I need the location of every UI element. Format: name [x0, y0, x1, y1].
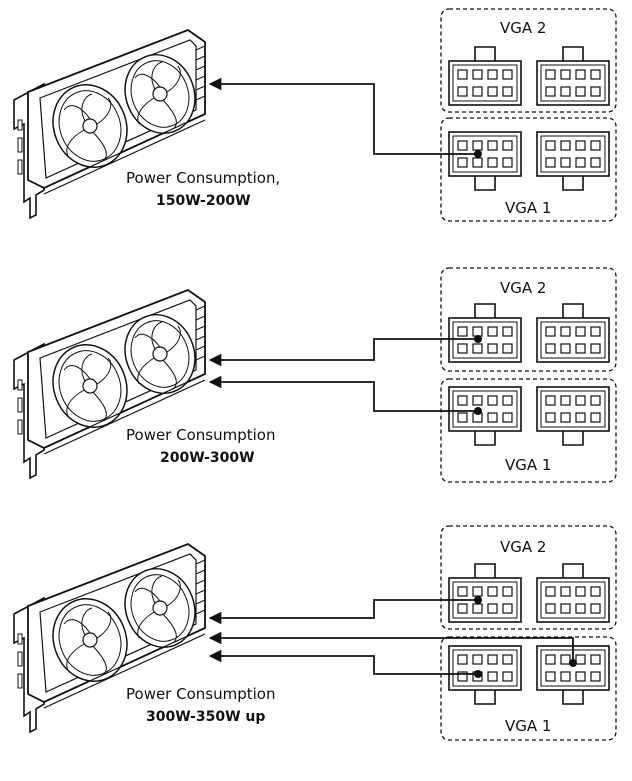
graphics-card-icon — [13, 29, 208, 219]
vga-1-box — [440, 378, 617, 483]
panel-3: Power Consumption 300W-350W up VGA 2 VGA… — [13, 525, 617, 741]
pcie-8pin-connector-icon — [536, 386, 610, 432]
power-cable — [208, 599, 478, 625]
vga-2-box — [440, 8, 617, 113]
pcie-8pin-connector-icon — [448, 60, 522, 106]
panel-2-caption: Power Consumption — [126, 426, 275, 444]
pcie-8pin-connector-icon — [536, 60, 610, 106]
pcie-8pin-connector-icon — [536, 577, 610, 623]
power-cable — [208, 338, 478, 367]
panel-1: Power Consumption, 150W-200W VGA 2 VGA 1 — [13, 8, 617, 222]
pcie-8pin-connector-icon — [448, 645, 522, 691]
vga-1-box — [440, 117, 617, 222]
pcie-8pin-connector-icon — [536, 317, 610, 363]
vga-2-label: VGA 2 — [500, 279, 546, 297]
vga-2-label: VGA 2 — [500, 538, 546, 556]
panel-2: Power Consumption 200W-300W VGA 2 VGA 1 — [13, 267, 617, 483]
vga-2-label: VGA 2 — [500, 19, 546, 37]
graphics-card-icon — [13, 543, 208, 733]
vga-2-box — [440, 267, 617, 372]
panel-1-wattage: 150W-200W — [156, 193, 251, 209]
vga-1-label: VGA 1 — [505, 199, 551, 217]
power-cable — [208, 77, 478, 155]
panel-2-wattage: 200W-300W — [160, 450, 255, 466]
panel-1-caption: Power Consumption, — [126, 169, 280, 187]
power-cable — [208, 649, 478, 675]
panel-3-caption: Power Consumption — [126, 685, 275, 703]
vga-1-label: VGA 1 — [505, 717, 551, 735]
pcie-8pin-connector-icon — [448, 386, 522, 432]
pcie-8pin-connector-icon — [448, 317, 522, 363]
power-cable — [208, 631, 574, 663]
vga-2-box — [440, 525, 617, 630]
power-cable — [208, 375, 478, 412]
vga-1-label: VGA 1 — [505, 456, 551, 474]
pcie-8pin-connector-icon — [536, 131, 610, 177]
panel-3-wattage: 300W-350W up — [146, 709, 265, 725]
vga-1-box — [440, 636, 617, 741]
